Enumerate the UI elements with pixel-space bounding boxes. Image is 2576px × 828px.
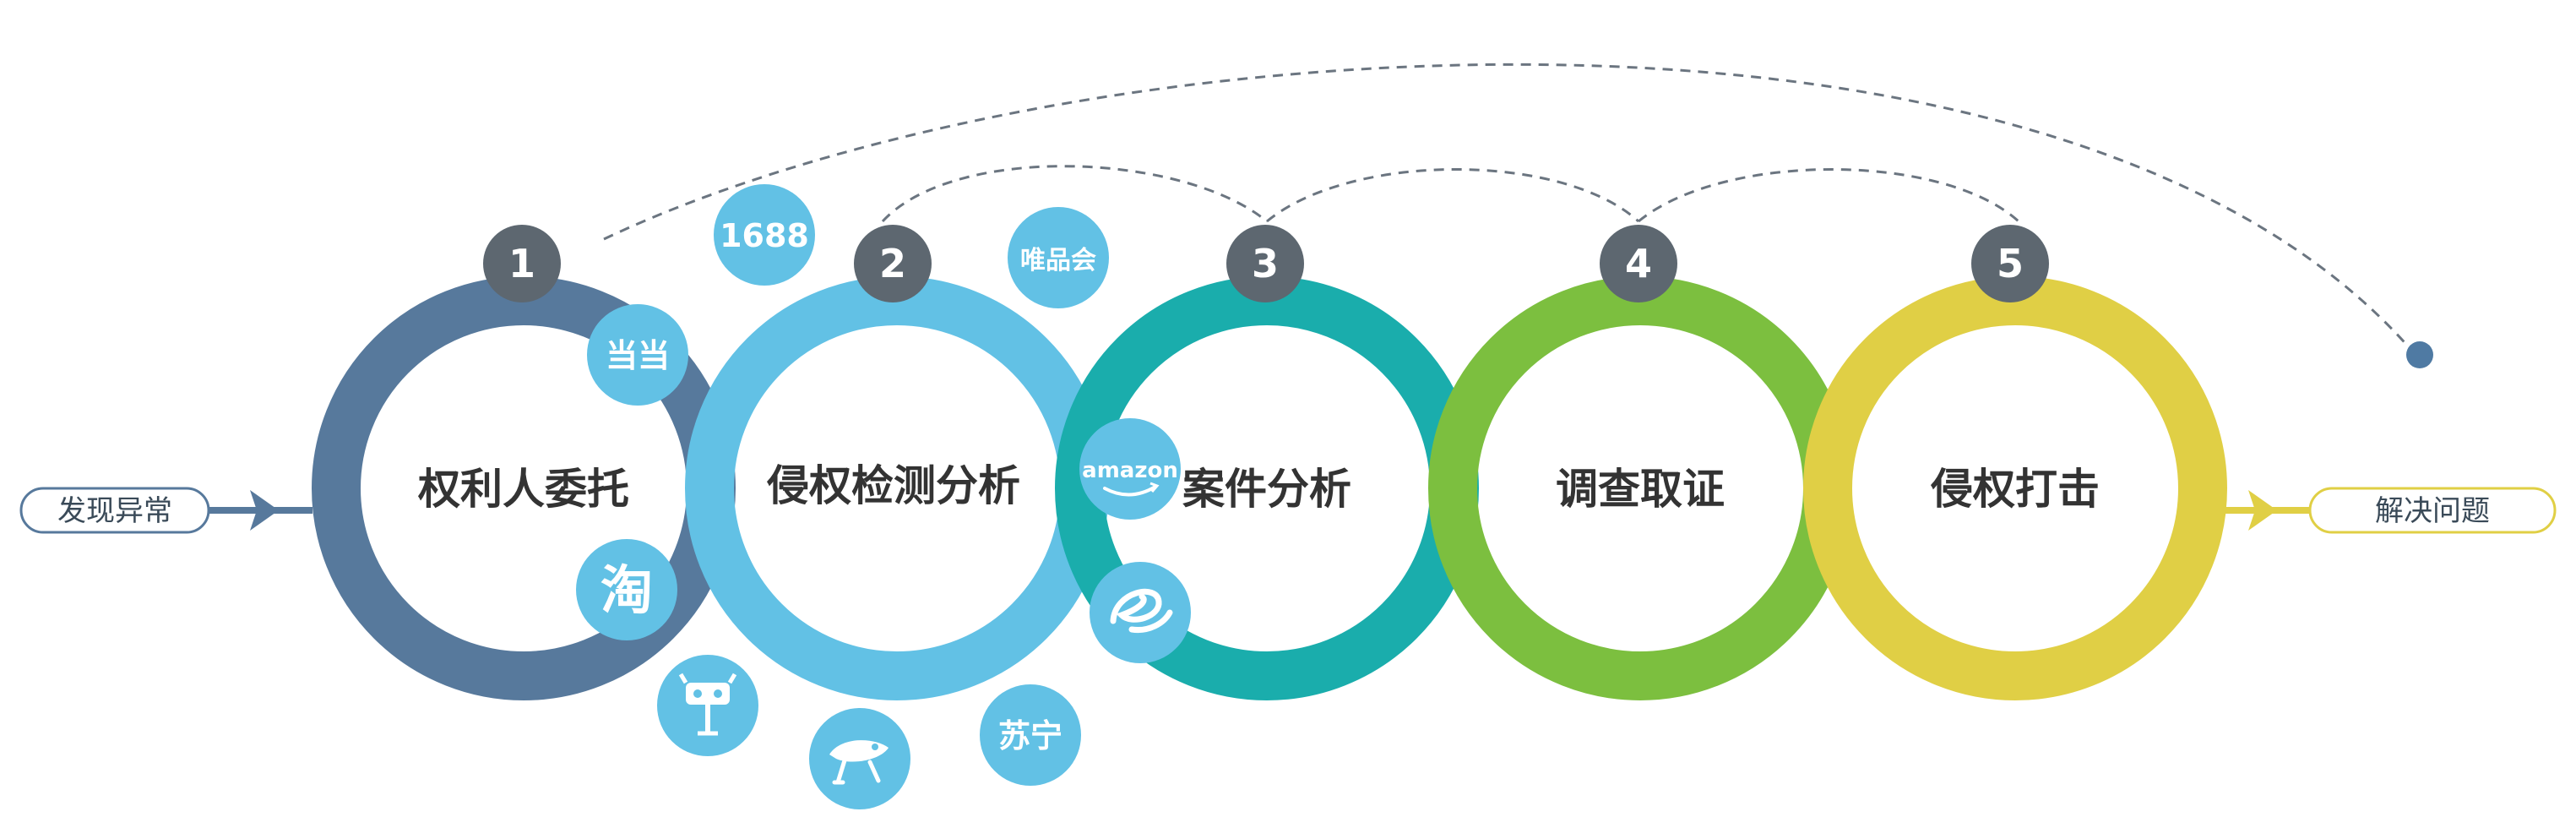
start-arrow-head — [250, 490, 279, 531]
svg-text:当当: 当当 — [606, 337, 670, 374]
start-marker: 发现异常 — [19, 487, 312, 534]
step-3-label: 案件分析 — [1182, 465, 1351, 514]
svg-text:唯品会: 唯品会 — [1020, 246, 1096, 275]
logo-dangdang-icon: 当当 — [587, 304, 688, 406]
start-label: 发现异常 — [57, 494, 172, 528]
svg-text:1688: 1688 — [720, 217, 809, 254]
badge-5-number: 5 — [1997, 241, 2024, 286]
logo-1688-icon: 1688 — [714, 184, 815, 286]
badge-1 — [483, 225, 561, 302]
logo-taobao-icon: 淘 — [576, 539, 677, 640]
end-marker: 解决问题 — [2221, 487, 2557, 534]
step-5-label: 侵权打击 — [1930, 465, 2100, 514]
arc-step4-to-step5 — [1638, 168, 2020, 223]
badge-4 — [1600, 225, 1677, 302]
arc-step2-to-step3 — [881, 165, 1268, 223]
badge-4-number: 4 — [1625, 241, 1652, 286]
number-badges: 1 2 3 4 5 — [483, 225, 2049, 302]
logo-jd-icon — [809, 708, 910, 809]
logo-suning-icon: 苏宁 — [980, 684, 1081, 786]
end-label: 解决问题 — [2375, 494, 2490, 528]
svg-text:淘: 淘 — [601, 559, 653, 621]
dashed-connectors — [603, 63, 2417, 356]
logo-vipshop-icon: 唯品会 — [1008, 207, 1109, 308]
badge-2-number: 2 — [879, 241, 906, 286]
arc-step3-to-step4 — [1266, 168, 1640, 223]
badge-2 — [854, 225, 932, 302]
end-pill — [2308, 487, 2557, 534]
svg-text:amazon: amazon — [1082, 458, 1178, 483]
arc-step1-to-end — [603, 63, 2417, 356]
logo-tmall-icon — [657, 655, 758, 756]
logo-amazon-icon: amazon — [1079, 418, 1181, 520]
svg-text:苏宁: 苏宁 — [998, 717, 1062, 754]
badge-5 — [1971, 225, 2049, 302]
platform-logos: 1688 唯品会 当当 淘 amazon — [576, 184, 1191, 809]
end-arrow-head — [2248, 490, 2277, 531]
logo-alibaba-icon — [1090, 562, 1191, 663]
end-dot — [2406, 341, 2433, 368]
step-1-label: 权利人委托 — [417, 465, 629, 514]
step-2-label: 侵权检测分析 — [766, 461, 1020, 510]
badge-3 — [1226, 225, 1304, 302]
badge-1-number: 1 — [508, 241, 535, 286]
step-4-label: 调查取证 — [1556, 465, 1725, 514]
badge-3-number: 3 — [1252, 241, 1279, 286]
